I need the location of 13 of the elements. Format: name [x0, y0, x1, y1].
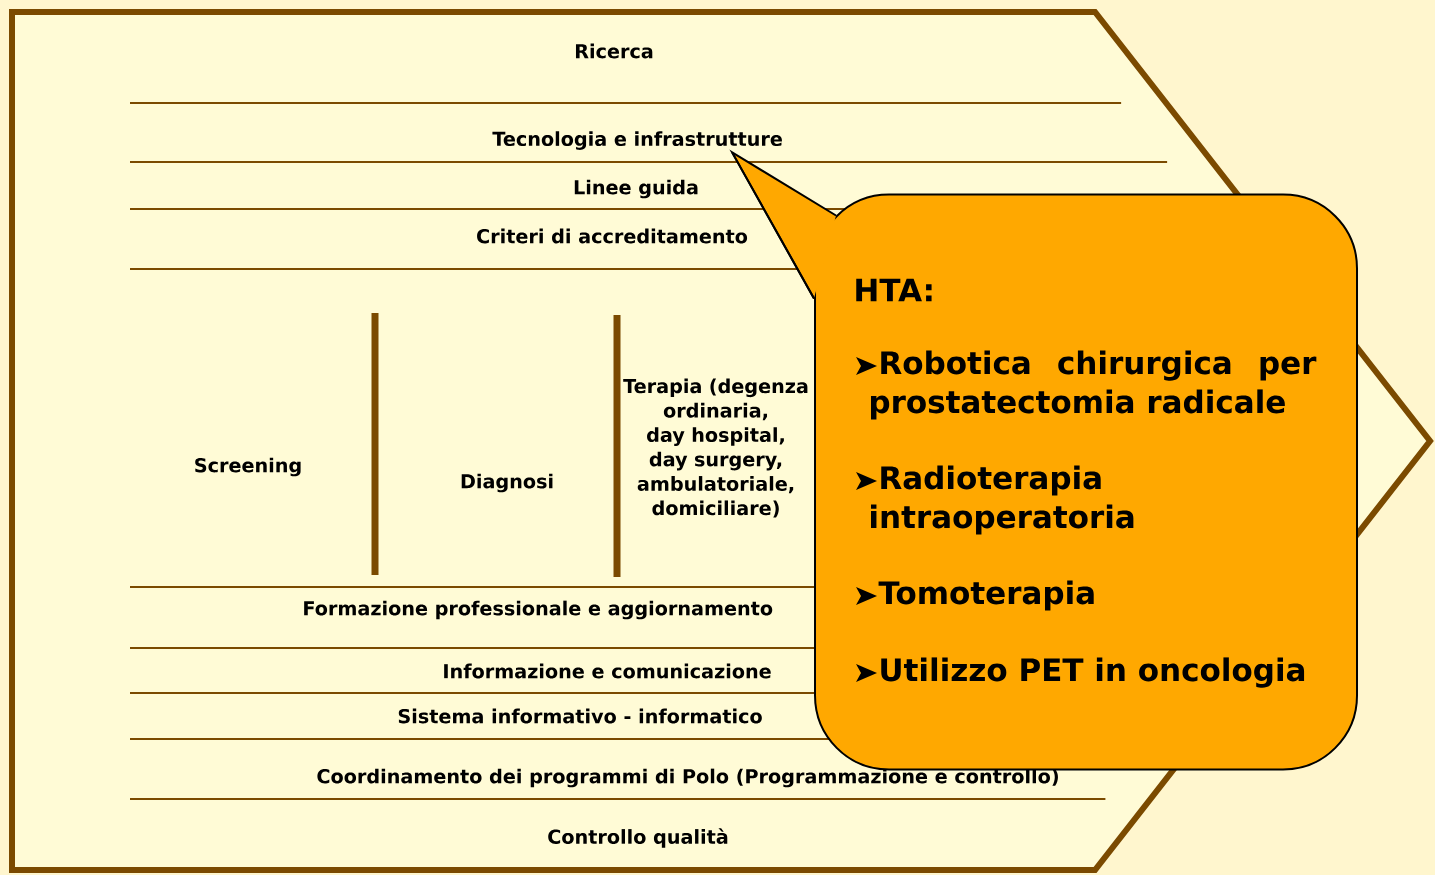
band-label: Diagnosi [461, 473, 553, 493]
band-label: Linee guida [574, 179, 698, 199]
band-label: Formazione professionale e aggiornamento [304, 600, 773, 620]
band-label: Terapia (degenza ordinaria, day hospital, day surgery, ambulatoriale, domiciliare) [623, 378, 808, 518]
band-label: Sistema informativo - informatico [398, 708, 762, 724]
band-label: Screening [195, 457, 301, 477]
band-label: Criteri di accreditamento [477, 228, 748, 244]
band-label: Tecnologia e infrastrutture [492, 131, 782, 150]
band-label: Coordinamento dei programmi di Polo (Programmazione e controllo) [317, 768, 1058, 788]
band-label: Controllo qualità [548, 828, 728, 848]
band-label: Informazione e comunicazione [444, 663, 771, 679]
leader-line [731, 151, 815, 300]
band-label: Ricerca [576, 43, 653, 59]
